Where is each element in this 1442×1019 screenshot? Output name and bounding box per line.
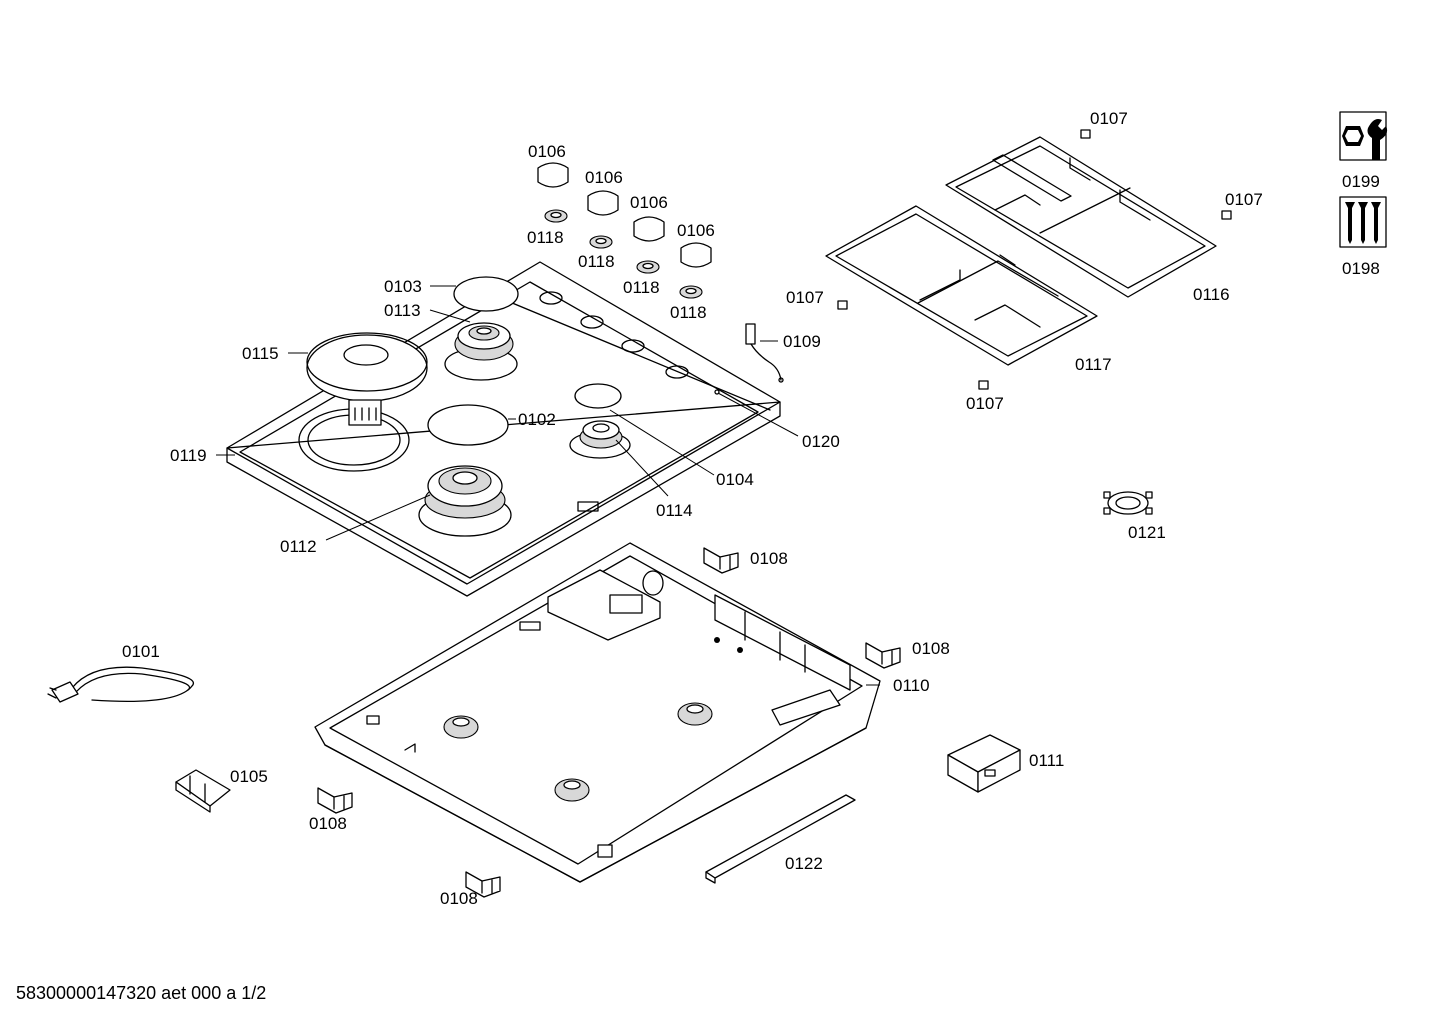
rubber-feet-0107	[837, 129, 1232, 390]
label-0119: 0119	[170, 446, 207, 465]
label-0109: 0109	[783, 332, 821, 351]
label-0118-a: 0118	[527, 228, 564, 247]
label-0112: 0112	[280, 537, 317, 556]
label-0105: 0105	[230, 767, 268, 786]
label-0106-d: 0106	[677, 221, 715, 240]
electronic-box-0111	[947, 734, 1021, 793]
label-0107-c: 0107	[786, 288, 824, 307]
label-0121: 0121	[1128, 523, 1166, 542]
document-id-footer: 58300000147320 aet 000 a 1/2	[16, 983, 267, 1003]
label-0106-b: 0106	[585, 168, 623, 187]
burner-0112	[424, 465, 506, 519]
mounting-clips-0108	[317, 547, 901, 898]
label-0108-c: 0108	[309, 814, 347, 833]
burner-cap-0103	[453, 276, 519, 312]
label-0101: 0101	[122, 642, 160, 661]
label-0118-c: 0118	[623, 278, 660, 297]
label-0117: 0117	[1075, 355, 1112, 374]
label-0198: 0198	[1342, 259, 1380, 278]
pan-support-0116	[945, 136, 1217, 298]
label-0118-d: 0118	[670, 303, 707, 322]
terminal-block-0105	[175, 769, 231, 813]
burner-cap-0102	[427, 404, 509, 446]
label-0120: 0120	[802, 432, 840, 451]
hotplate-0115	[306, 332, 428, 426]
label-0199: 0199	[1342, 172, 1380, 191]
label-0122: 0122	[785, 854, 823, 873]
label-0114: 0114	[656, 501, 693, 520]
pan-support-0117	[825, 205, 1098, 366]
wok-ring-0121	[1103, 491, 1153, 515]
label-0115: 0115	[242, 344, 279, 363]
label-0107-d: 0107	[966, 394, 1004, 413]
label-0110: 0110	[893, 676, 930, 695]
label-0104: 0104	[716, 470, 754, 489]
burner-0114	[579, 420, 623, 449]
seal-strip-0122	[705, 794, 856, 884]
label-0106-a: 0106	[528, 142, 566, 161]
control-knobs	[537, 162, 712, 299]
label-0111: 0111	[1029, 751, 1065, 770]
label-0107-b: 0107	[1225, 190, 1263, 209]
power-cord-0101	[47, 666, 195, 703]
burner-cap-0104	[574, 383, 622, 409]
wrench-nut-icon	[1339, 111, 1388, 161]
label-0108-b: 0108	[912, 639, 950, 658]
igniter-0109	[745, 323, 784, 383]
leader-lines	[216, 285, 880, 686]
label-0108-d: 0108	[440, 889, 478, 908]
burner-0113	[454, 322, 514, 361]
label-0116: 0116	[1193, 285, 1230, 304]
label-0102: 0102	[518, 410, 556, 429]
label-0106-c: 0106	[630, 193, 668, 212]
bottom-tray-0110	[314, 542, 881, 883]
label-0113: 0113	[384, 301, 421, 320]
label-0103: 0103	[384, 277, 422, 296]
label-0118-b: 0118	[578, 252, 615, 271]
label-0108-a: 0108	[750, 549, 788, 568]
label-0107-a: 0107	[1090, 109, 1128, 128]
screws-icon	[1339, 196, 1387, 248]
